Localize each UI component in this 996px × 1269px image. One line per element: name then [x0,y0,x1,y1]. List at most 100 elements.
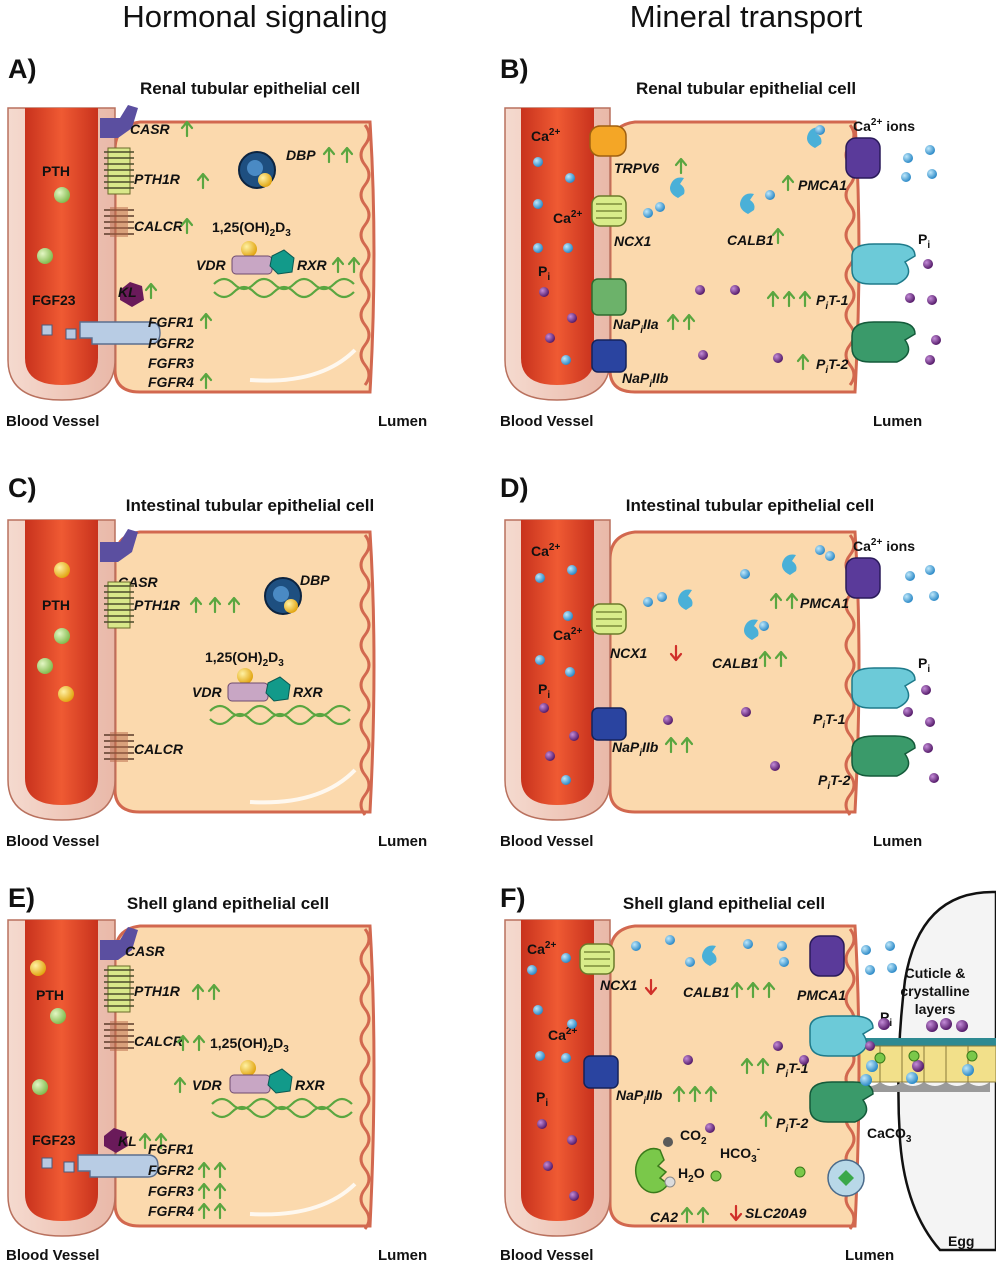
up-arrow [197,1182,227,1200]
rxr-label: RXR [297,257,327,273]
pit1-transporter [851,667,916,709]
fgfr4-label: FGFR4 [148,374,194,390]
panel-label: C) [8,473,37,503]
calcr-receptor [104,207,134,237]
up-arrow [199,312,213,330]
up-arrow [672,1085,718,1103]
blood-vessel-label: Blood Vessel [500,1247,593,1264]
trpv6-channel [589,125,627,157]
fgfr3-label: FGFR3 [148,1183,194,1199]
up-arrow [766,290,812,308]
pth-molecule [32,1079,48,1095]
panel-label: B) [500,54,529,84]
pth1r-receptor [104,965,134,1013]
pmca1-pump [845,137,881,179]
vitamin-d-molecule [240,1060,256,1076]
egg-label: Egg [948,1233,974,1249]
blood-vessel-label: Blood Vessel [500,833,593,850]
calcium-ions [527,935,974,1086]
up-arrow [796,353,810,371]
cell-title: Shell gland epithelial cell [623,894,825,913]
casr-label: CASR [130,121,171,137]
ncx1-label: NCX1 [614,233,652,249]
header-mineral: Mineral transport [630,0,863,34]
cuticle-label-line2: crystalline [900,983,969,999]
dbp-label: DBP [300,572,330,588]
panel-a: A) Renal tubular epithelial cell Blood V… [6,54,427,430]
fgfr2-label: FGFR2 [148,1162,194,1178]
down-arrow [644,978,658,996]
pit1-transporter [851,243,916,285]
pth1r-label: PTH1R [134,983,181,999]
calcr-label: CALCR [134,1033,184,1049]
phosphate-label: Pi [918,655,930,675]
calcr-receptor [104,1021,134,1051]
calcium-label: Ca2+ [553,626,582,643]
pmca1-label: PMCA1 [798,177,847,193]
up-arrow [331,256,361,274]
header-hormonal: Hormonal signaling [122,0,387,34]
calb1-label: CALB1 [727,232,774,248]
ncx1-label: NCX1 [600,977,638,993]
phosphate-label: Pi [918,231,930,251]
rxr-receptor [267,1068,293,1094]
pit2-transporter [851,321,916,363]
blood-vessel [504,519,611,821]
pmca1-pump [809,935,845,977]
vitamin-d-molecule [54,562,70,578]
h2o-molecule [664,1176,676,1188]
napi-iib-label: NaPiIIb [612,739,659,759]
co2-label: CO2 [680,1127,707,1147]
calcium-label: Ca2+ [527,940,556,957]
dbp-protein [264,577,302,615]
panel-d: D) Intestinal tubular epithelial cell Bl… [500,473,939,850]
fgfr3-label: FGFR3 [148,355,194,371]
caco3-label: CaCO3 [867,1125,912,1145]
phosphate-ions [539,259,941,365]
dna-helix [209,704,351,726]
slc20a9-label: SLC20A9 [745,1205,807,1221]
calcium-ions-label: Ca2+ ions [853,117,915,134]
fgf23-molecule [41,324,53,336]
lumen-label: Lumen [378,833,427,850]
up-arrow [730,981,776,999]
calbindin [740,193,755,214]
calbindin [744,619,759,640]
kl-label: KL [118,284,137,300]
panel-label: A) [8,54,37,84]
vitamin-d-molecule [237,668,253,684]
h2o-label: H2O [678,1165,705,1185]
lumen-label: Lumen [873,413,922,430]
fgf23-label: FGF23 [32,292,76,308]
pit2-label: PiT-2 [816,356,849,376]
panel-label: E) [8,883,35,913]
cell-title: Shell gland epithelial cell [127,894,329,913]
pth1r-label: PTH1R [134,171,181,187]
lumen-label: Lumen [378,413,427,430]
fgfr-receptor [79,321,161,345]
vdr-receptor [231,255,273,275]
up-arrow [758,650,788,668]
up-arrow [196,172,210,190]
calcium-ions-label: Ca2+ ions [853,537,915,554]
cuticle-label-line3: layers [915,1001,956,1017]
fgfr-receptor [77,1154,159,1178]
napi-iia-transporter [591,278,627,316]
rxr-receptor [269,249,295,275]
calcium-label: Ca2+ [553,209,582,226]
vitamin-d-label: 1,25(OH)2D3 [205,649,284,669]
fgfr1-label: FGFR1 [148,314,194,330]
cell-title: Renal tubular epithelial cell [636,79,856,98]
up-arrow [173,1076,187,1094]
klotho-protein [104,1128,128,1153]
up-arrow [664,736,694,754]
panel-c: C) Intestinal tubular epithelial cell Bl… [6,473,427,850]
up-arrow [191,983,221,1001]
panel-b: B) Renal tubular epithelial cell Blood V… [500,54,941,430]
fgf23-molecule [65,328,77,340]
pit1-label: PiT-1 [816,292,849,312]
up-arrow [197,1161,227,1179]
rxr-receptor [265,676,291,702]
calcr-receptor [104,732,134,762]
dna-helix [213,277,355,299]
